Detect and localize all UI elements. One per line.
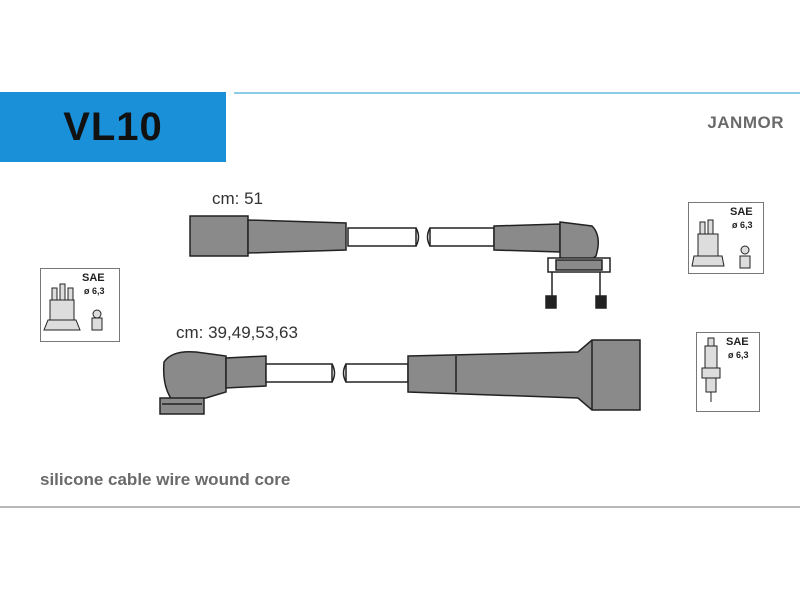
connector-diameter-label-right: ø 6,3 — [732, 220, 753, 230]
cable-description: silicone cable wire wound core — [40, 470, 291, 489]
product-code: VL10 — [63, 105, 163, 149]
connector-standard-label: SAE — [82, 272, 105, 284]
cable-length-label-1: cm: 51 — [212, 189, 264, 208]
header-rule — [234, 92, 800, 94]
connector-standard-label-right: SAE — [730, 206, 753, 218]
product-code-banner — [0, 92, 226, 162]
connector-diameter-label-plug: ø 6,3 — [728, 350, 749, 360]
cable-length-label-2: cm: 39,49,53,63 — [176, 323, 298, 342]
footer-rule — [0, 506, 800, 508]
connector-standard-label-plug: SAE — [726, 336, 749, 348]
connector-diameter-label: ø 6,3 — [84, 286, 105, 296]
brand-name: JANMOR — [707, 113, 784, 132]
